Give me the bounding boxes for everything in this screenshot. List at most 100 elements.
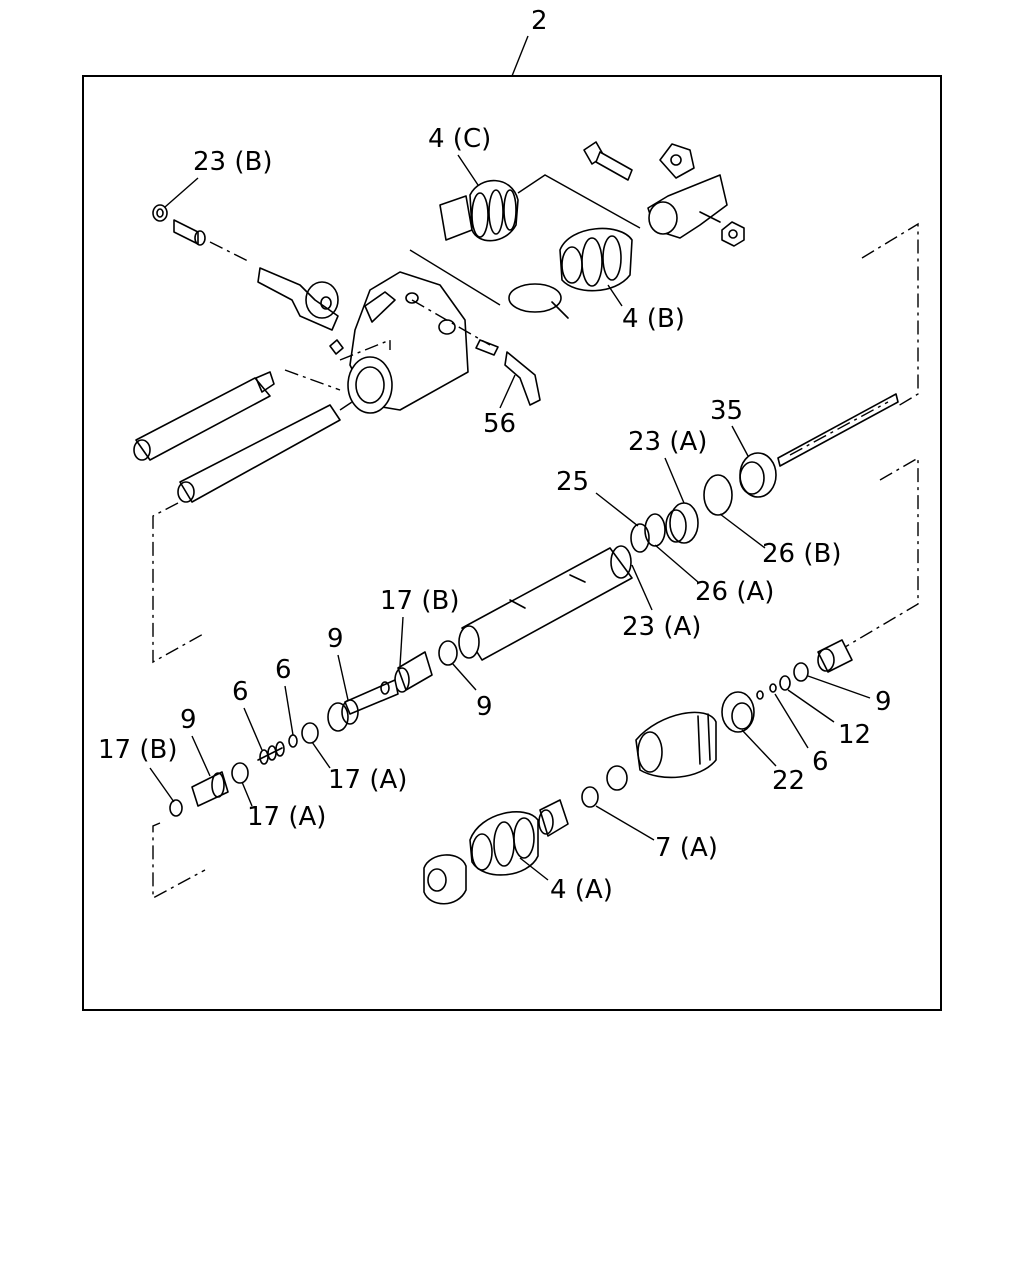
label-23a-lower: 23 (A) [622,612,701,642]
diagram-frame [82,75,942,1011]
square-bracket-dashed [339,338,391,361]
link-rod-assembly [411,299,541,406]
ring-17b-left [169,799,183,817]
leader-17b-left [149,767,175,803]
leader-17b-mid [399,616,404,667]
label-9-mid: 9 [327,624,344,654]
label-12: 12 [838,720,871,750]
seal-9-right [793,662,809,682]
label-6-right: 6 [812,747,829,777]
input-shaft-dashed-link [284,369,341,391]
pin-dashed [209,241,251,263]
boot-guide-line-lower [409,249,501,306]
bushing-sleeve [173,219,206,246]
leader-6-right [774,693,809,749]
left-bracket-lower [152,822,206,900]
valve-stem [344,679,399,715]
label-4c: 4 (C) [428,124,491,154]
label-6-left: 6 [232,677,249,707]
leader-26b [719,513,766,549]
assembly-number-label: 2 [531,6,548,36]
seal-9-left [191,771,229,807]
leader-9-right [807,675,871,699]
cup-17a-left [231,762,249,784]
yoke-clevis [647,143,728,239]
seal-9-mid [327,699,359,732]
leader-25 [595,492,639,527]
return-spring [508,283,569,319]
leader-4c [457,154,479,186]
cap-22 [721,691,755,733]
ring-25 [630,523,650,553]
leader-22 [741,729,777,767]
reservoir-body [635,711,717,779]
label-6-mid: 6 [275,655,292,685]
leader-56 [499,374,516,409]
label-9-left: 9 [180,705,197,735]
label-22: 22 [772,766,805,796]
input-shaft-upper [133,371,275,461]
label-26b: 26 (B) [762,539,841,569]
leader-12 [787,689,835,723]
pivot-lever [257,267,339,331]
leader-6-left [243,707,263,751]
label-4a: 4 (A) [550,875,613,905]
clevis-nut [699,211,745,247]
leader-17a-left [241,781,253,807]
ring-6-right-small [756,690,764,700]
clevis-bolt [583,141,633,181]
dust-boot-4b [559,227,633,292]
leader-26a [654,544,699,583]
boot-4c-guide-line [517,174,641,229]
label-56: 56 [483,409,516,439]
leader-9-left [191,735,211,777]
leader-17a-mid [311,741,331,769]
dust-boot-4c [439,179,519,242]
label-35: 35 [710,396,743,426]
washer-7a [581,786,599,808]
leader-9-center [451,662,477,691]
end-cap-lower [423,854,467,905]
assembly-leader-line [511,35,529,77]
shaft-dashed-link [339,399,356,411]
label-17a-mid: 17 (A) [328,765,407,795]
spring-6-left [257,741,285,765]
ring-6-right [769,683,777,693]
valve-body-housing [329,271,469,414]
label-17b-left: 17 (B) [98,735,177,765]
label-7a: 7 (A) [655,833,718,863]
washer-6-mid [288,734,298,748]
leader-9-mid [337,654,349,701]
end-plug [817,639,853,673]
leader-4a [519,857,549,881]
long-rod [777,393,899,467]
o-ring-26b [703,474,733,516]
leader-23a-lower [631,564,653,611]
cup-17a-mid [301,722,319,744]
snap-ring-23b [152,204,168,222]
master-cylinder-bore [458,545,633,661]
washer-small [606,765,628,791]
label-4b: 4 (B) [622,304,685,334]
label-9-center: 9 [476,692,493,722]
leader-6-mid [284,685,294,736]
label-23a-upper: 23 (A) [628,427,707,457]
right-bracket-upper [861,222,919,407]
seal-35 [739,452,777,498]
washer-12 [779,675,791,691]
seal-23a-upper [665,502,699,544]
label-17a-left: 17 (A) [247,802,326,832]
leader-23a-upper [664,457,685,504]
dust-boot-4a [469,811,539,876]
cylinder-bracket-right [839,456,919,651]
label-9-right: 9 [875,687,892,717]
input-shaft-lower [177,404,341,503]
seal-9-center [438,640,458,666]
o-ring-26a [644,513,666,547]
label-25: 25 [556,467,589,497]
leader-7a [595,805,655,841]
bushing-lower [538,799,569,837]
label-17b-mid: 17 (B) [380,586,459,616]
label-26a: 26 (A) [695,577,774,607]
